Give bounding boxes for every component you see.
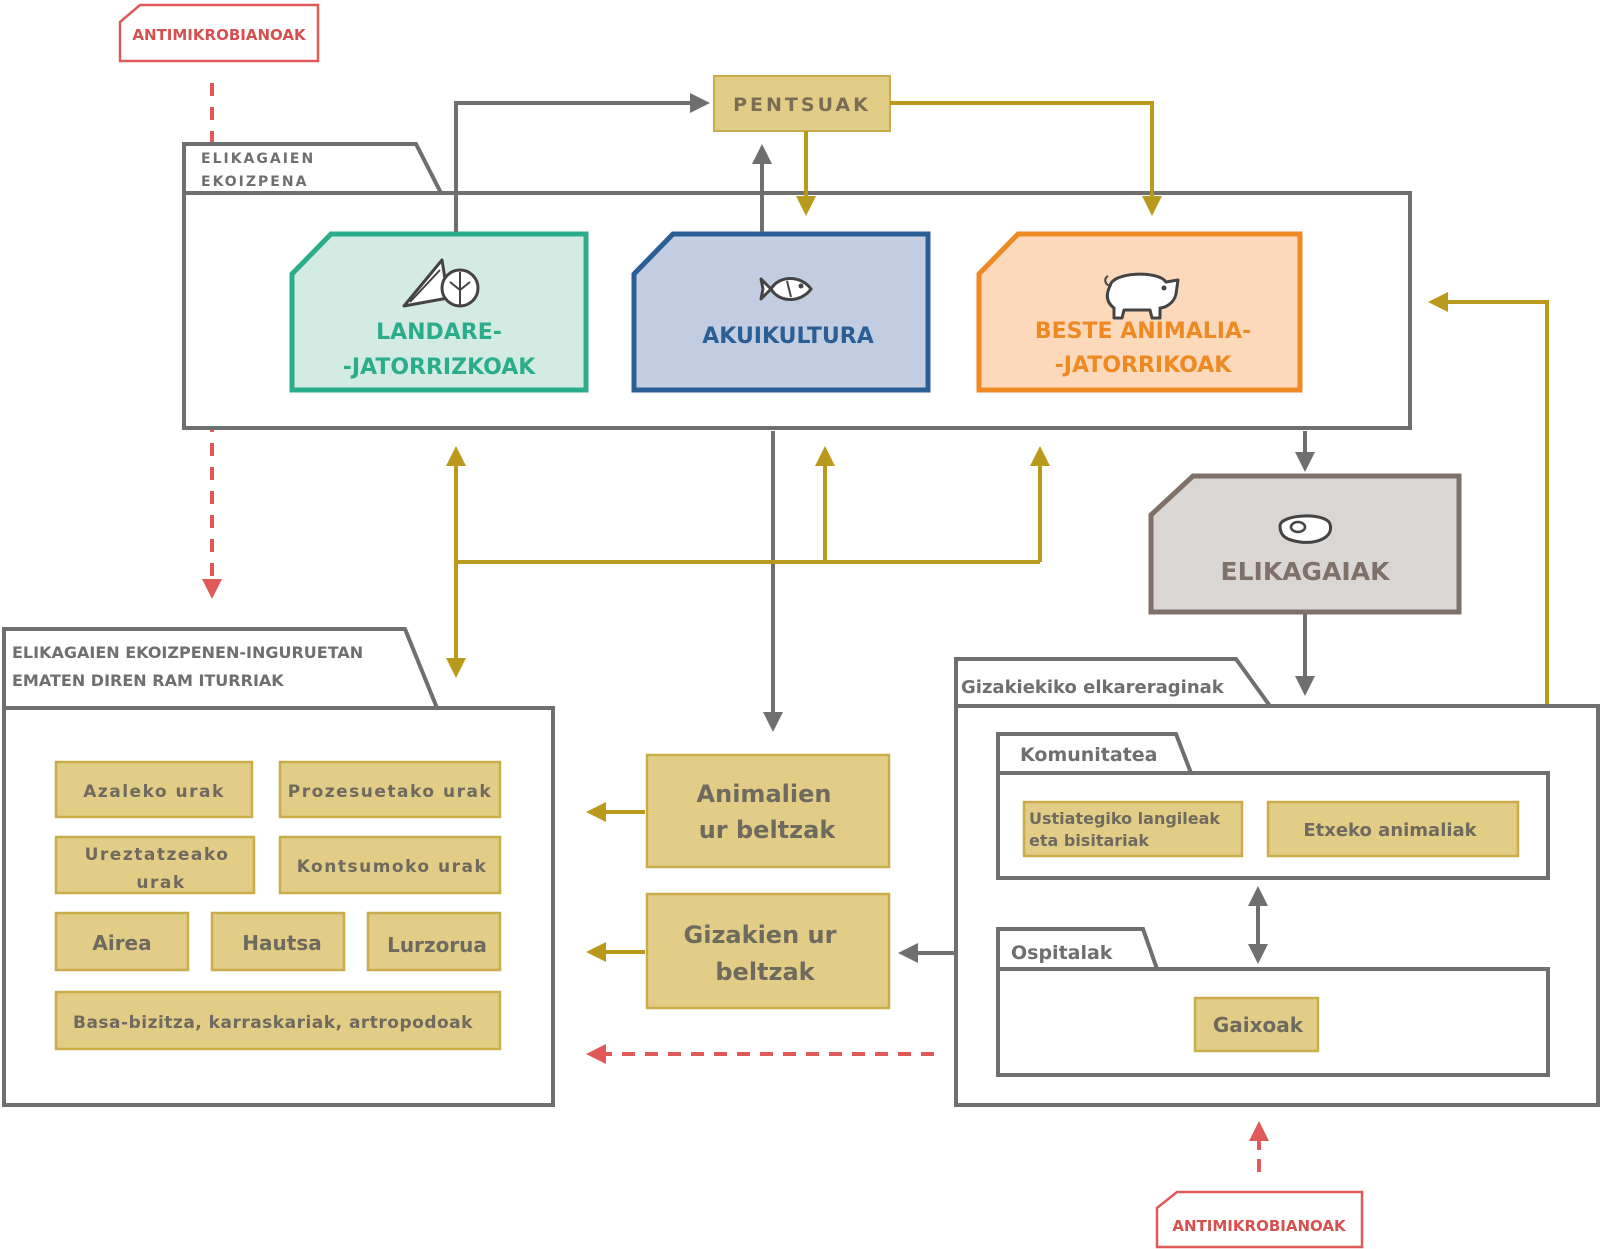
food-label: ELIKAGAIAK bbox=[1221, 557, 1392, 586]
aquaculture-box: AKUIKULTURA bbox=[631, 231, 931, 393]
workers-line1: Ustiategiko langileak bbox=[1029, 809, 1220, 828]
irrigation-water-line2: urak bbox=[136, 873, 185, 893]
workers-line2: eta bisitariak bbox=[1029, 831, 1149, 850]
air-label: Airea bbox=[92, 931, 151, 955]
wildlife-label: Basa-bizitza, karraskariak, artropodoak bbox=[73, 1013, 473, 1033]
human-interactions-container: Gizakiekiko elkareraginak Komunitatea Us… bbox=[954, 657, 1600, 1107]
aquaculture-label: AKUIKULTURA bbox=[702, 324, 873, 349]
vegetables-icon bbox=[402, 258, 480, 308]
plant-origin-line2: -JATORRIZKOAK bbox=[343, 355, 537, 380]
production-title-line1: ELIKAGAIEN bbox=[201, 151, 315, 167]
meat-icon bbox=[1278, 514, 1333, 544]
production-title-line2: EKOIZPENA bbox=[201, 174, 308, 190]
patients-box: Gaixoak bbox=[1193, 996, 1320, 1053]
hospitals-panel: Ospitalak Gaixoak bbox=[996, 927, 1550, 1077]
animal-origin-line1: BESTE ANIMALIA- bbox=[1035, 319, 1251, 344]
environment-title-line1: ELIKAGAIEN EKOIZPENEN-INGURUETAN bbox=[12, 643, 363, 662]
wildlife-box: Basa-bizitza, karraskariak, artropodoak bbox=[54, 990, 502, 1051]
consumption-water-label: Kontsumoko urak bbox=[297, 857, 488, 877]
air-box: Airea bbox=[54, 911, 190, 972]
community-title: Komunitatea bbox=[1020, 744, 1158, 766]
feed-to-animal-arrow bbox=[890, 101, 1162, 216]
dust-label: Hautsa bbox=[242, 931, 321, 955]
human-interactions-title: Gizakiekiko elkareraginak bbox=[961, 677, 1225, 698]
hospitals-title: Ospitalak bbox=[1011, 942, 1113, 964]
human-wastewater-box: Gizakien ur beltzak bbox=[645, 892, 891, 1010]
antimicrobial-tag-top: ANTIMIKROBIANOAK bbox=[118, 3, 320, 63]
environment-container: ELIKAGAIEN EKOIZPENEN-INGURUETAN EMATEN … bbox=[2, 627, 555, 1107]
consumption-water-box: Kontsumoko urak bbox=[278, 835, 502, 895]
irrigation-water-line1: Ureztatzeako bbox=[85, 845, 230, 865]
animal-wastewater-line2: ur beltzak bbox=[699, 816, 837, 844]
pets-box: Etxeko animaliak bbox=[1266, 800, 1520, 858]
animal-origin-line2: -JATORRIKOAK bbox=[1055, 353, 1233, 378]
human-wastewater-line2: beltzak bbox=[715, 958, 815, 986]
surface-water-label: Azaleko urak bbox=[83, 782, 225, 802]
animal-origin-box: BESTE ANIMALIA- -JATORRIKOAK bbox=[976, 231, 1303, 393]
environment-title-line2: EMATEN DIREN RAM ITURRIAK bbox=[12, 671, 284, 690]
soil-label: Lurzorua bbox=[387, 933, 487, 957]
human-wastewater-line1: Gizakien ur bbox=[684, 921, 837, 949]
soil-box: Lurzorua bbox=[366, 911, 502, 972]
plant-origin-line1: LANDARE- bbox=[376, 320, 502, 345]
animal-wastewater-box: Animalien ur beltzak bbox=[645, 753, 891, 869]
antimicrobial-label-top: ANTIMIKROBIANOAK bbox=[132, 26, 307, 44]
pig-icon bbox=[1104, 272, 1180, 320]
process-water-box: Prozesuetako urak bbox=[278, 760, 502, 819]
process-water-label: Prozesuetako urak bbox=[288, 782, 493, 802]
pets-label: Etxeko animaliak bbox=[1303, 820, 1477, 841]
animal-wastewater-line1: Animalien bbox=[697, 780, 832, 808]
surface-water-box: Azaleko urak bbox=[54, 760, 254, 819]
feed-label: PENTSUAK bbox=[733, 94, 871, 116]
dust-box: Hautsa bbox=[210, 911, 346, 972]
irrigation-water-box: Ureztatzeako urak bbox=[54, 835, 256, 895]
fish-icon bbox=[759, 277, 813, 301]
antimicrobial-label-bottom: ANTIMIKROBIANOAK bbox=[1172, 1217, 1347, 1235]
feed-box: PENTSUAK bbox=[713, 75, 891, 132]
antimicrobial-tag-bottom: ANTIMIKROBIANOAK bbox=[1155, 1190, 1364, 1249]
plant-origin-box: LANDARE- -JATORRIZKOAK bbox=[289, 231, 589, 393]
plant-to-feed-arrow bbox=[454, 93, 710, 232]
food-box: ELIKAGAIAK bbox=[1148, 473, 1462, 615]
patients-label: Gaixoak bbox=[1213, 1013, 1304, 1037]
community-panel: Komunitatea Ustiategiko langileak eta bi… bbox=[996, 732, 1550, 880]
workers-box: Ustiategiko langileak eta bisitariak bbox=[1022, 800, 1244, 858]
human-to-production-arrow bbox=[1428, 292, 1549, 704]
